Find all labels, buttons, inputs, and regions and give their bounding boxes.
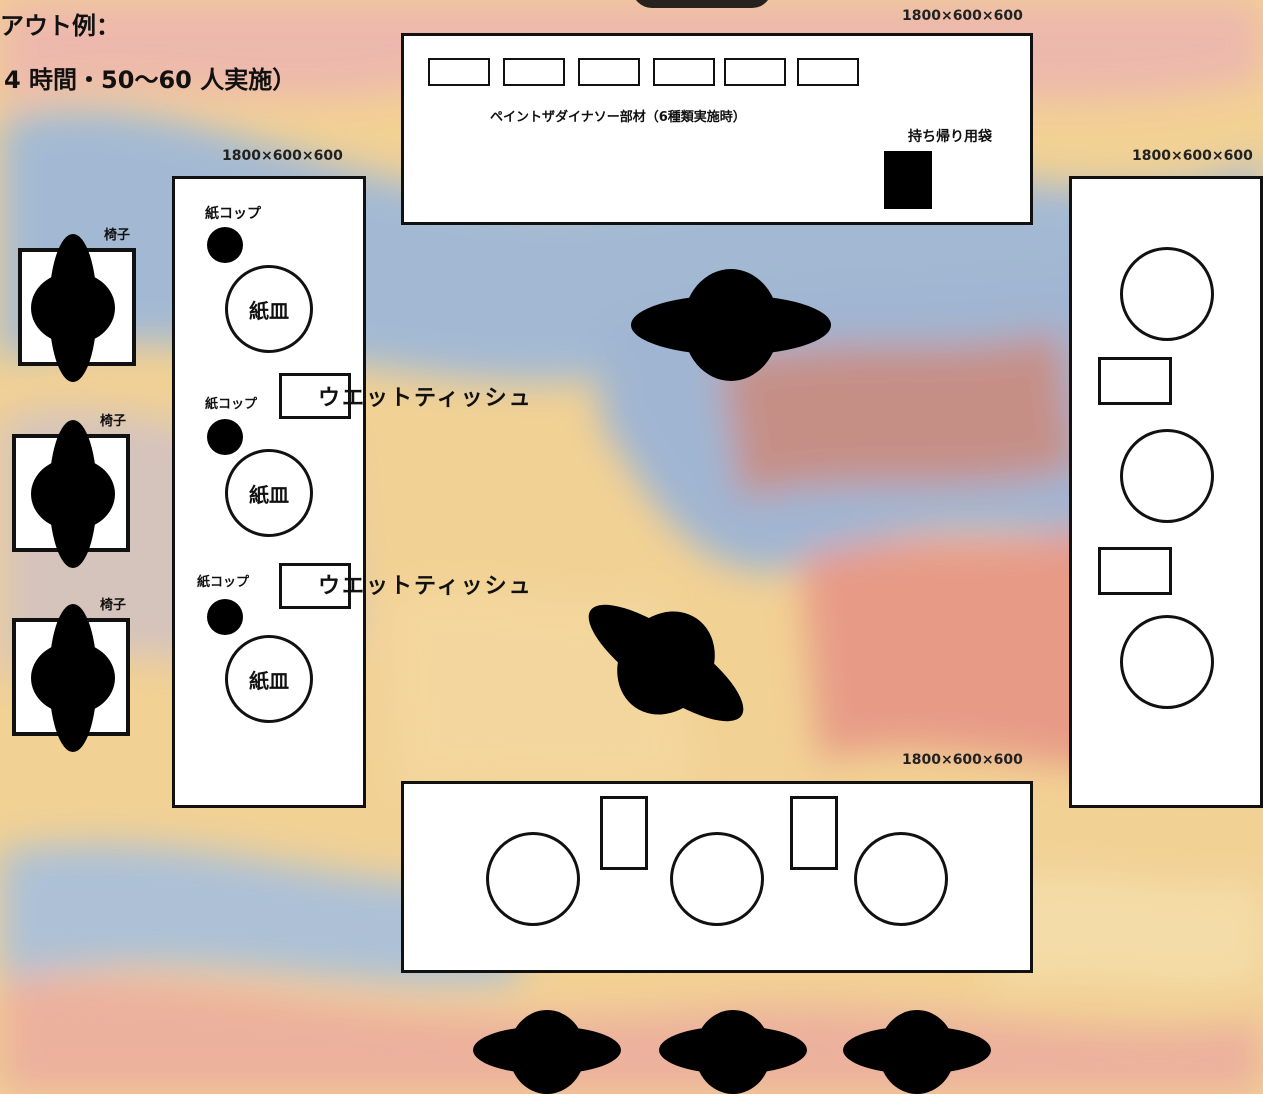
- right-tissue-box-2: [1098, 547, 1172, 595]
- paper-plate-1: 紙皿: [225, 265, 313, 353]
- right-plate-2: [1120, 429, 1214, 523]
- left-table: 紙コップ 紙皿 紙コップ 紙皿 紙コップ 紙皿: [172, 176, 366, 808]
- person-silhouette-left-1: [30, 234, 116, 382]
- takeaway-bag-label: 持ち帰り用袋: [908, 126, 992, 146]
- right-plate-1: [1120, 247, 1214, 341]
- person-silhouette-left-2: [30, 420, 116, 568]
- staff-silhouette-tilted: [578, 598, 754, 728]
- bottom-table-dimension: 1800×600×600: [902, 752, 1023, 768]
- bottom-plate-2: [670, 832, 764, 926]
- paper-cup-2: [207, 419, 243, 455]
- right-table-dimension: 1800×600×600: [1132, 148, 1253, 164]
- top-table: ペイントザダイナソー部材（6種類実施時） 持ち帰り用袋: [401, 33, 1033, 225]
- dinosaur-parts-caption: ペイントザダイナソー部材（6種類実施時）: [490, 106, 746, 125]
- person-silhouette-bottom-3: [842, 1010, 992, 1096]
- wet-tissue-label-2: ウエットティッシュ: [318, 568, 533, 600]
- dinosaur-part-slot-4: [653, 58, 715, 86]
- left-table-dimension: 1800×600×600: [222, 148, 343, 164]
- person-silhouette-bottom-2: [658, 1010, 808, 1096]
- paper-cup-1: [207, 227, 243, 263]
- layout-title: アウト例：: [0, 6, 120, 41]
- paper-plate-3: 紙皿: [225, 635, 313, 723]
- right-tissue-box-1: [1098, 357, 1172, 405]
- paper-cup-label-3: 紙コップ: [197, 571, 249, 590]
- paper-cup-label-2: 紙コップ: [205, 393, 257, 412]
- bottom-tissue-box-1: [600, 796, 648, 870]
- paper-plate-2: 紙皿: [225, 449, 313, 537]
- bottom-table: [401, 781, 1033, 973]
- title-fragment: [632, 0, 772, 8]
- paper-cup-label-1: 紙コップ: [205, 203, 261, 223]
- person-silhouette-bottom-1: [472, 1010, 622, 1096]
- dinosaur-part-slot-2: [503, 58, 565, 86]
- right-table: [1069, 176, 1263, 808]
- right-plate-3: [1120, 615, 1214, 709]
- takeaway-bag: [884, 151, 932, 209]
- dinosaur-part-slot-3: [578, 58, 640, 86]
- bottom-plate-1: [486, 832, 580, 926]
- wet-tissue-label-1: ウエットティッシュ: [318, 380, 533, 412]
- dinosaur-part-slot-5: [724, 58, 786, 86]
- bottom-tissue-box-2: [790, 796, 838, 870]
- person-silhouette-left-3: [30, 604, 116, 752]
- top-table-dimension: 1800×600×600: [902, 8, 1023, 24]
- staff-silhouette-center: [630, 268, 832, 382]
- dinosaur-part-slot-1: [428, 58, 490, 86]
- bottom-plate-3: [854, 832, 948, 926]
- dinosaur-part-slot-6: [797, 58, 859, 86]
- layout-subtitle: 4 時間・50〜60 人実施）: [4, 60, 296, 95]
- paper-cup-3: [207, 599, 243, 635]
